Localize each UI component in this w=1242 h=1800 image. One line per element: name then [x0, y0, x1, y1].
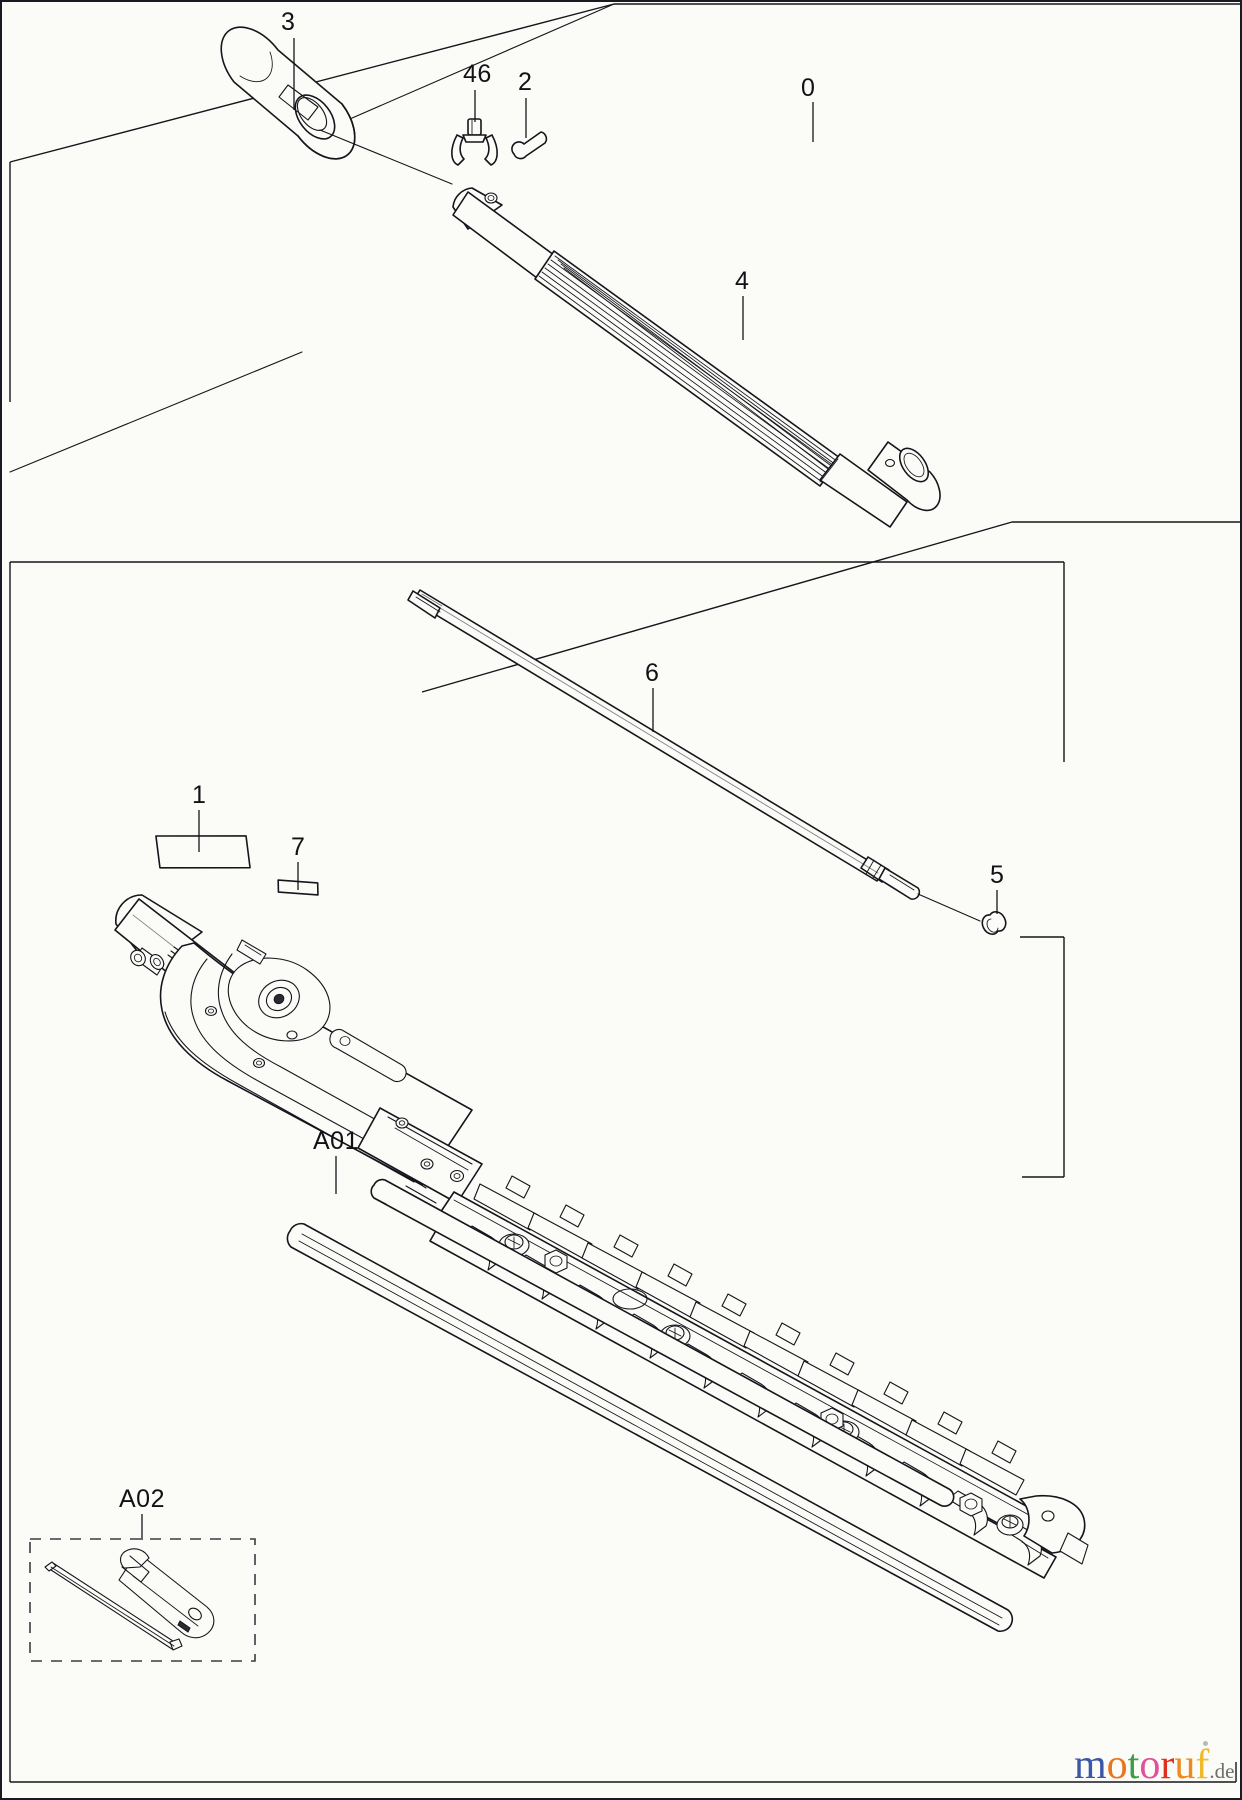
callout-label-A02: A02	[119, 1485, 165, 1513]
callout-label-1: 1	[192, 781, 207, 809]
callout-label-0: 0	[801, 74, 816, 102]
callout-label-7: 7	[291, 833, 306, 861]
part-3-coupling-sleeve	[220, 26, 356, 160]
motor-head-housing	[114, 894, 483, 1204]
group-separator-lines	[9, 3, 615, 473]
part-2-woodruff-key	[511, 131, 548, 160]
head-side-slot	[329, 1028, 407, 1083]
callout-label-4: 4	[735, 267, 750, 295]
grip-ribs	[538, 255, 839, 483]
wm-suffix: .de	[1209, 1759, 1235, 1783]
panel-top-frame	[9, 3, 1240, 693]
part-A01-blade-cover	[286, 1178, 1014, 1633]
wm-letter-t: t	[1127, 1742, 1140, 1788]
wm-letter-f: f	[1195, 1742, 1210, 1788]
callout-label-5: 5	[990, 861, 1005, 889]
blade-tip-cap	[1019, 1494, 1089, 1565]
callout-label-46: 46	[463, 60, 492, 88]
wm-letter-u: u	[1174, 1742, 1196, 1788]
blade-screw	[996, 1514, 1024, 1536]
blade-nut	[959, 1492, 983, 1517]
motoruf-watermark: motoruf.de	[1074, 1741, 1235, 1788]
wm-letter-o2: o	[1139, 1742, 1161, 1788]
hex-wrench	[44, 1561, 183, 1651]
wm-letter-m: m	[1074, 1742, 1107, 1788]
panel-bottom-frame	[9, 882, 1237, 1783]
panel-middle-frame	[9, 561, 1065, 882]
part-A02-inset	[29, 1538, 256, 1662]
callout-label-2: 2	[518, 68, 533, 96]
wm-letter-r: r	[1160, 1742, 1175, 1788]
head-pivot-boss	[227, 957, 331, 1042]
part-5-leader-to-item	[917, 893, 981, 922]
wm-letter-o1: o	[1106, 1742, 1128, 1788]
callout-label-6: 6	[645, 659, 660, 687]
part-1-label-plate	[155, 835, 251, 869]
part-3-pointer	[319, 129, 453, 185]
wm-dot-accent	[1203, 1741, 1209, 1746]
socket-wrench	[118, 1548, 215, 1639]
callout-leader-lines	[141, 38, 998, 1540]
callout-label-3: 3	[281, 8, 296, 36]
part-46-retaining-clip	[451, 118, 498, 166]
blade-teeth-upper	[473, 1175, 1025, 1496]
part-6-drive-shaft	[407, 589, 921, 900]
part-5-circlip-washer	[917, 893, 1007, 935]
part-4-outer-pipe	[452, 187, 941, 528]
callout-label-A01: A01	[313, 1127, 359, 1155]
